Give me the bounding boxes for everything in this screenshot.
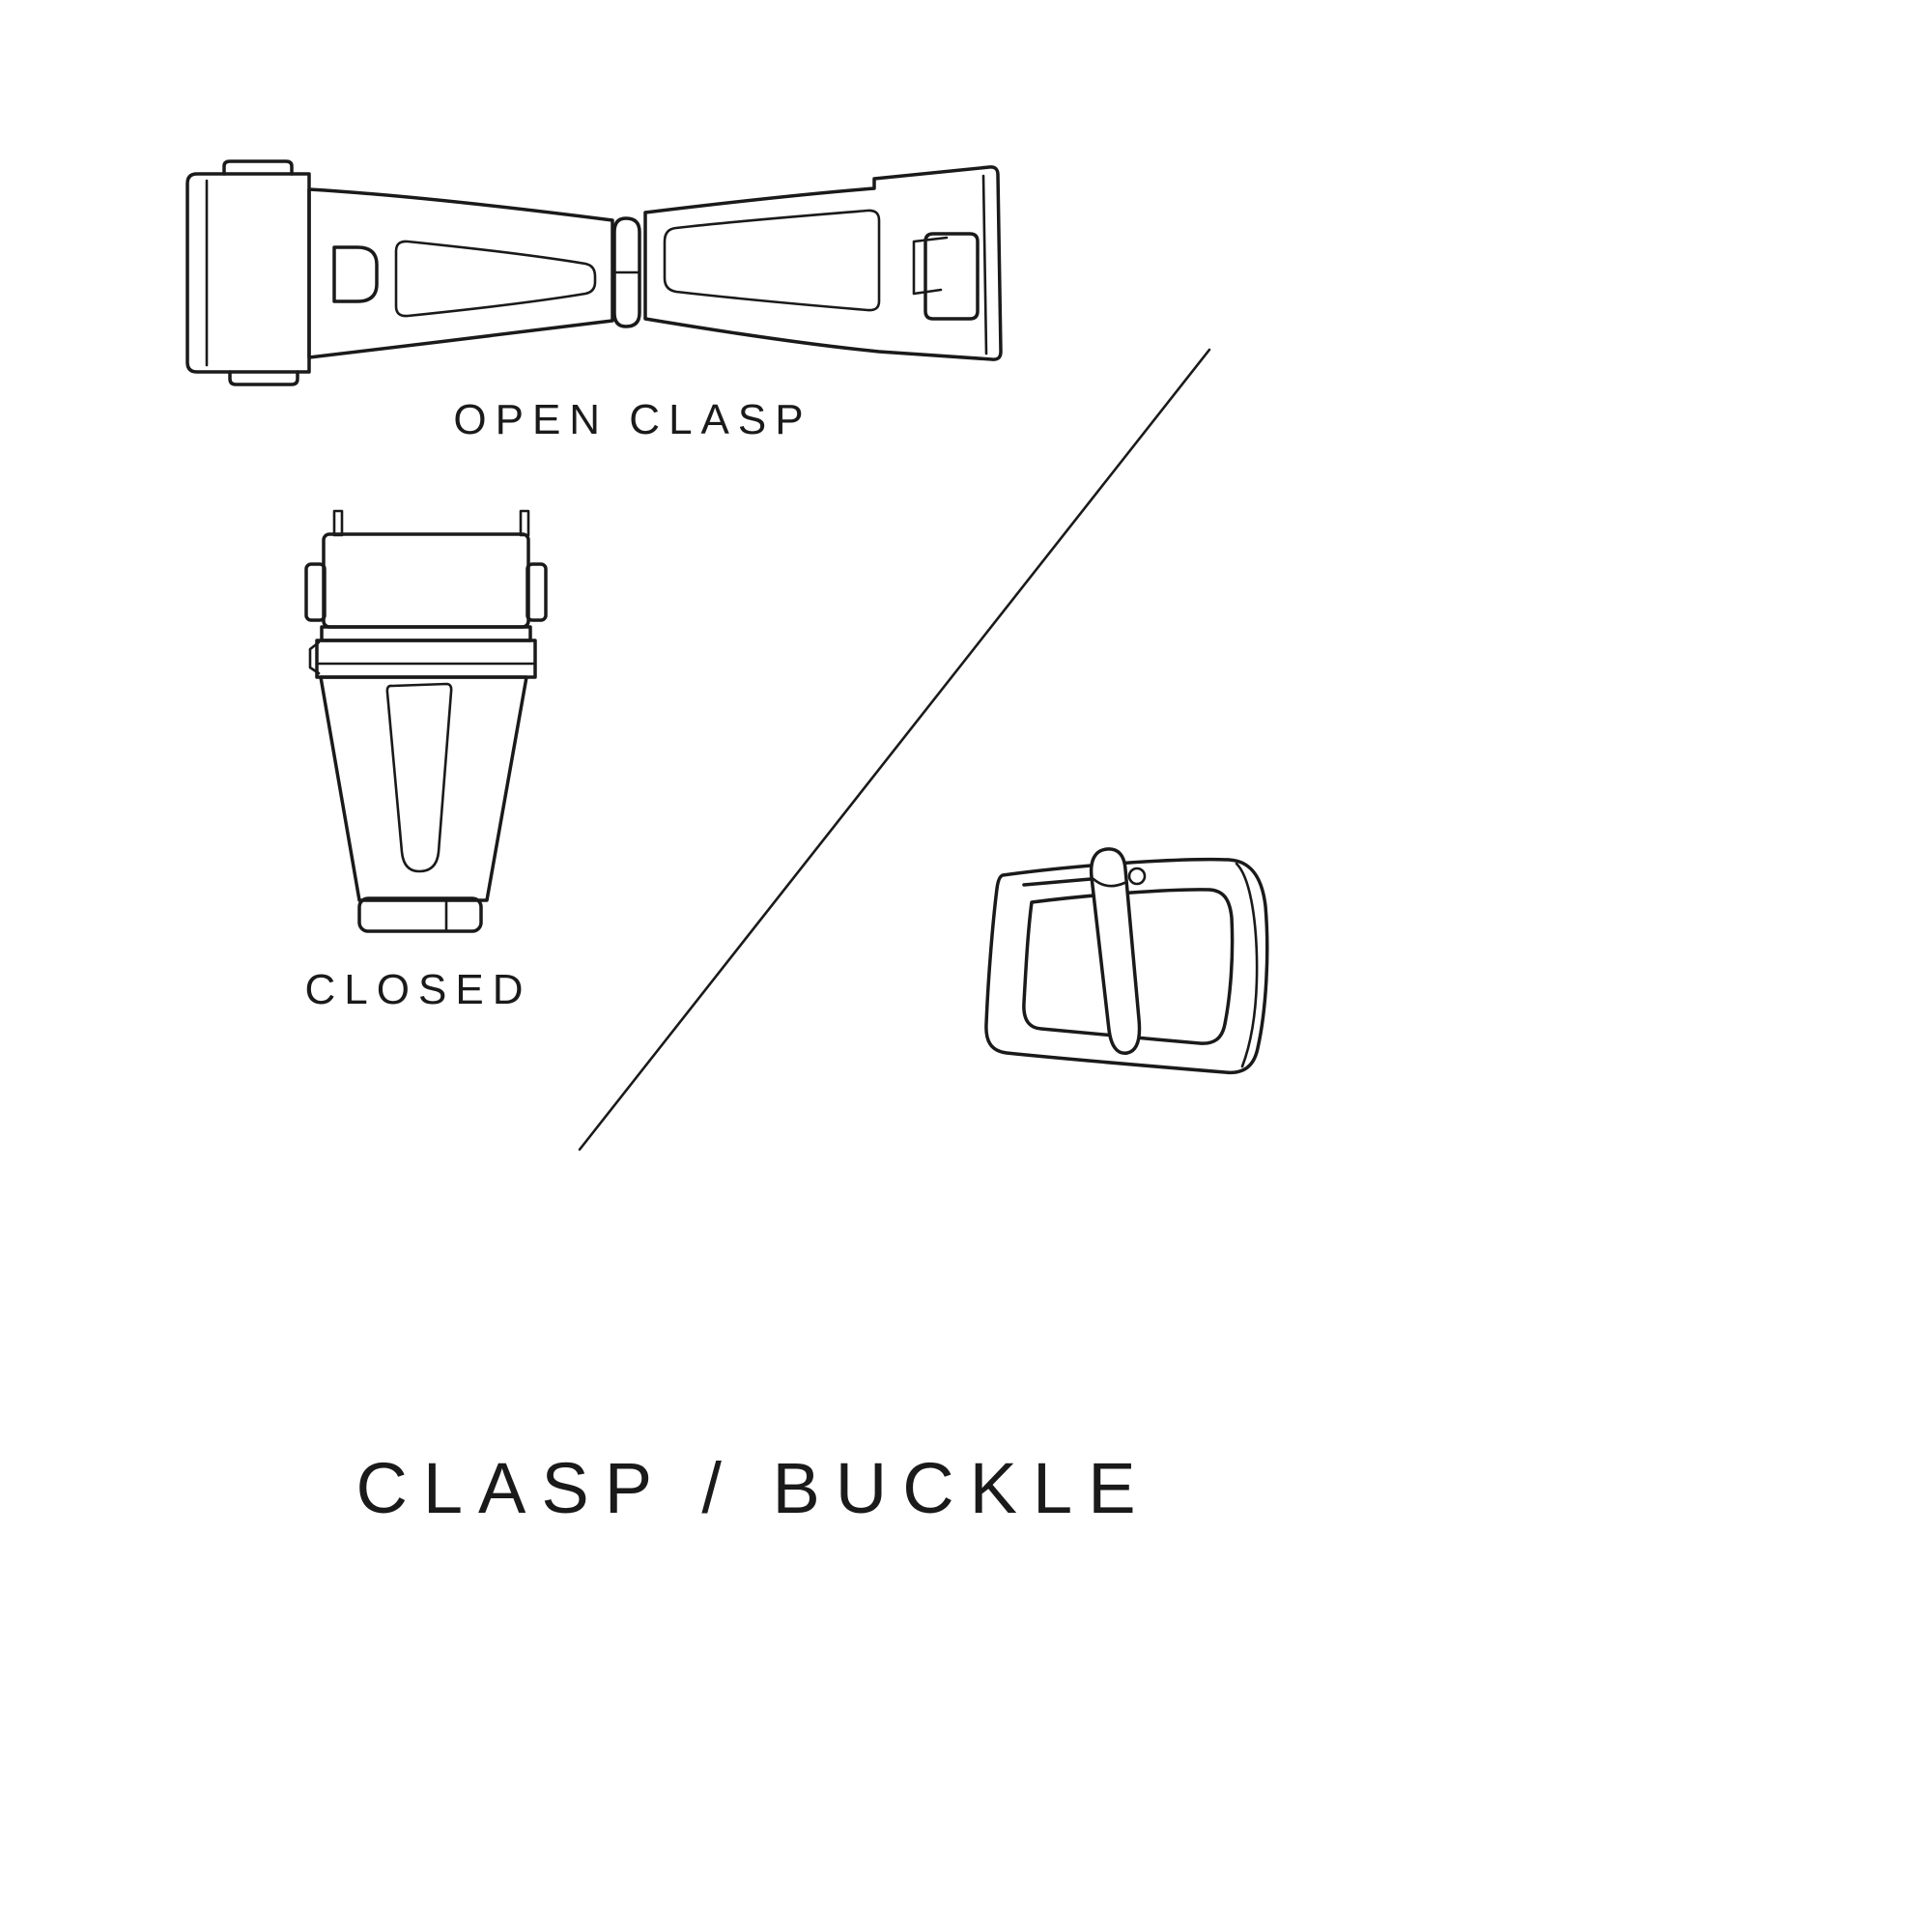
closed-clasp-icon xyxy=(304,509,548,933)
divider-line xyxy=(578,348,1211,1151)
page-title: CLASP / BUCKLE xyxy=(355,1448,1151,1528)
buckle-icon xyxy=(984,847,1269,1075)
closed-clasp-label: CLOSED xyxy=(304,966,532,1013)
open-clasp-icon xyxy=(185,159,1003,386)
open-clasp-label: OPEN CLASP xyxy=(453,396,812,443)
